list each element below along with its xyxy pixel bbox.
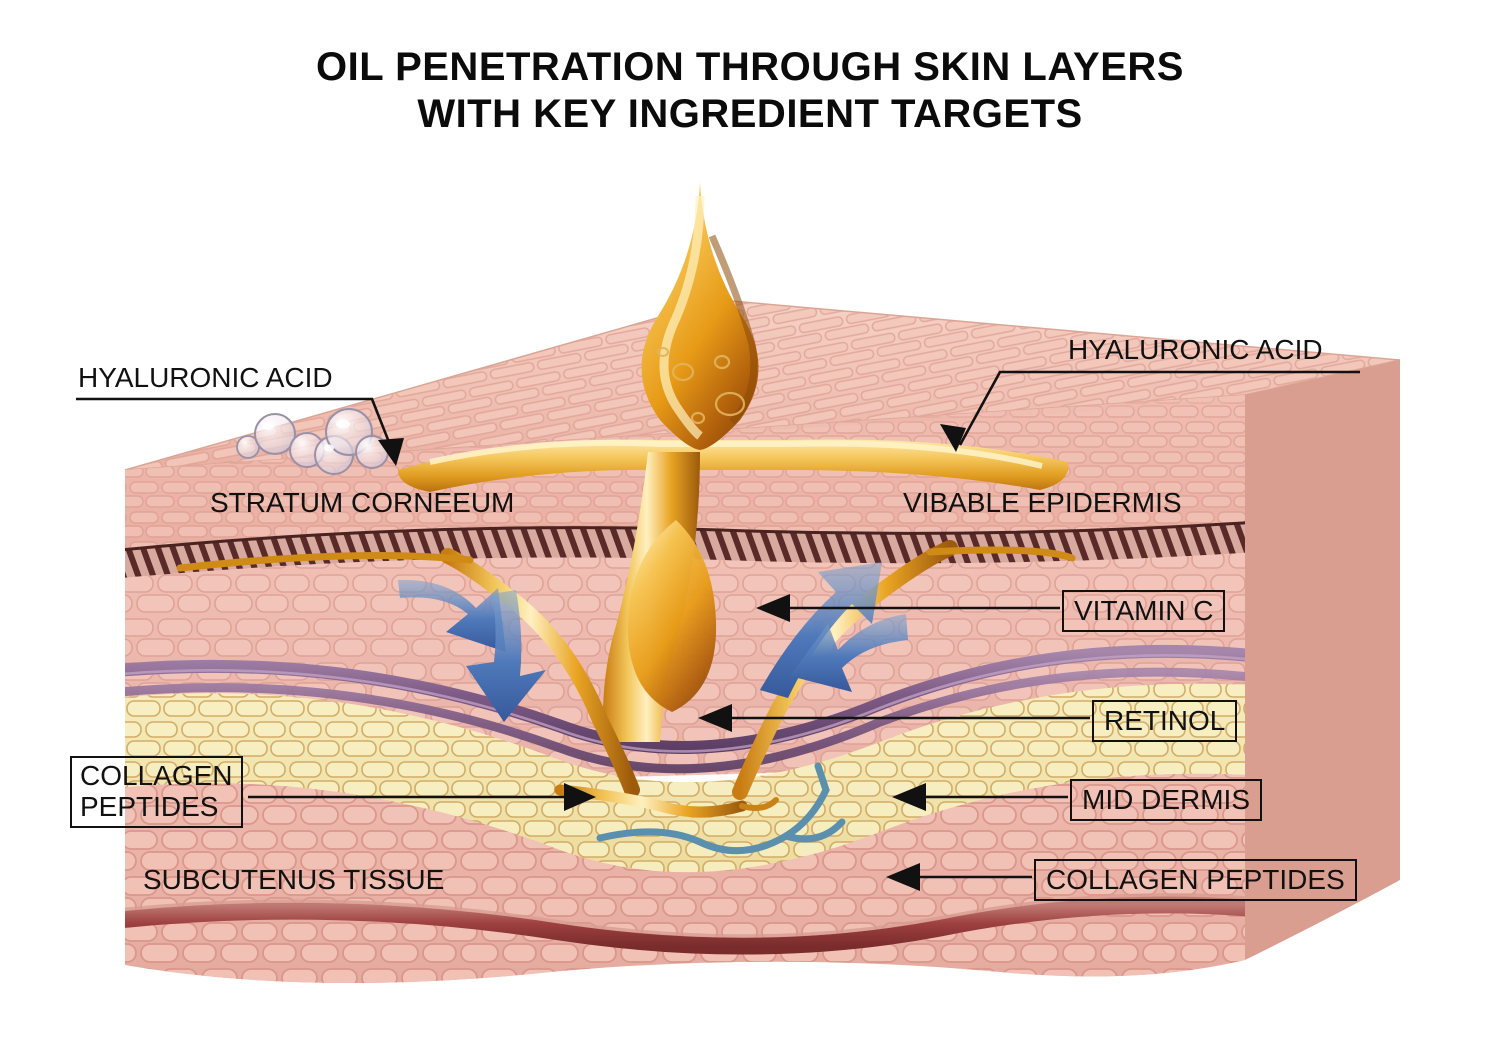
label-mid-dermis: MID DERMIS — [1070, 779, 1262, 822]
label-collagen-peptides-left-line1: COLLAGEN — [80, 760, 233, 791]
leader-hyaluronic-right — [958, 370, 1360, 446]
label-subcutaneous-tissue: SUBCUTENUS TISSUE — [143, 864, 445, 895]
label-hyaluronic-acid-right: HYALURONIC ACID — [1068, 334, 1323, 365]
label-collagen-peptides-left: COLLAGEN PEPTIDES — [70, 756, 243, 828]
vein-blue — [596, 762, 846, 855]
blood-vessel-purple — [125, 644, 1245, 774]
oil-droplet — [641, 182, 759, 450]
label-retinol: RETINOL — [1092, 700, 1238, 743]
title-line-2: WITH KEY INGREDIENT TARGETS — [417, 92, 1083, 137]
layer-fat-band — [125, 683, 1245, 879]
hyaluronic-acid-bubbles — [236, 408, 389, 475]
label-vitamin-c: VITAMIN C — [1062, 590, 1226, 633]
label-hyaluronic-acid-left: HYALURONIC ACID — [78, 362, 333, 393]
label-collagen-peptides-left-line2: PEPTIDES — [80, 791, 219, 823]
layer-subcutaneous-tissue — [125, 773, 1245, 983]
skin-right-side-face — [1245, 360, 1400, 960]
page-title: OIL PENETRATION THROUGH SKIN LAYERS WITH… — [0, 44, 1500, 138]
blood-vessel-deep-red — [125, 893, 1245, 955]
title-line-1: OIL PENETRATION THROUGH SKIN LAYERS — [316, 45, 1184, 89]
label-viable-epidermis: VIBABLE EPIDERMIS — [903, 487, 1182, 518]
annotation-arrowheads — [378, 424, 966, 891]
label-stratum-corneum: STRATUM CORNEEUM — [210, 487, 515, 518]
label-collagen-peptides-right: COLLAGEN PEPTIDES — [1034, 859, 1357, 902]
penetration-arrows — [398, 562, 908, 722]
